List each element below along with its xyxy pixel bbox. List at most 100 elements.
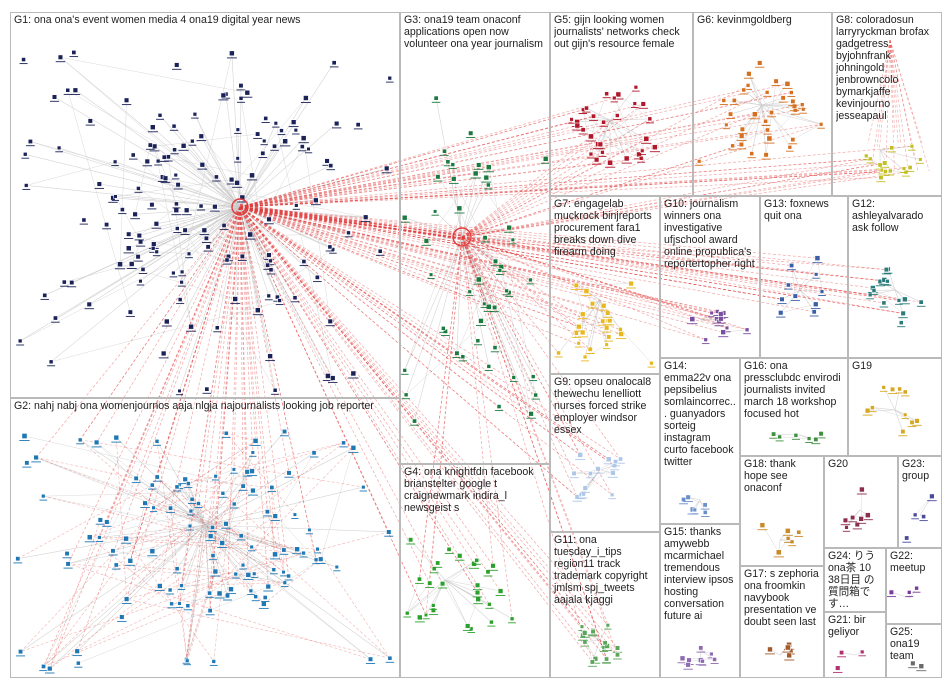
node <box>818 289 826 296</box>
cross-edge <box>239 206 593 663</box>
edge <box>254 569 274 575</box>
edge <box>872 407 918 422</box>
edge <box>134 145 151 215</box>
node <box>153 438 161 446</box>
edge <box>170 508 188 661</box>
cross-edge <box>239 115 594 208</box>
edge <box>584 639 601 643</box>
edge <box>239 137 304 208</box>
edge <box>237 129 241 208</box>
group-label-g18: G18: thank hope see onaconf <box>744 458 796 494</box>
node <box>598 302 609 311</box>
node <box>181 207 192 216</box>
node <box>121 596 132 604</box>
node <box>810 301 821 310</box>
node <box>605 318 615 326</box>
node <box>19 57 28 65</box>
edge <box>125 538 215 662</box>
node <box>102 519 112 527</box>
group-panel-g6: G6: kevinmgoldberg <box>693 12 832 196</box>
node <box>448 162 457 170</box>
node <box>152 474 162 482</box>
node <box>599 119 608 127</box>
node <box>298 135 309 144</box>
edge <box>469 291 515 378</box>
cross-edge <box>181 206 241 586</box>
node <box>858 649 866 657</box>
node <box>736 141 747 150</box>
edge <box>461 164 479 238</box>
edge <box>250 573 255 591</box>
node <box>365 656 376 664</box>
node <box>169 270 178 278</box>
edge <box>817 258 823 292</box>
edge <box>181 53 233 272</box>
node <box>881 266 891 275</box>
node <box>275 298 284 306</box>
node <box>196 133 207 142</box>
edge <box>156 441 188 661</box>
group-label-g9: G9: opseu onalocal8 thewechu lenelliott … <box>554 376 652 436</box>
edge <box>434 211 463 238</box>
edge <box>96 442 214 556</box>
node <box>16 649 26 657</box>
node <box>69 49 79 58</box>
edge <box>26 161 116 186</box>
edge <box>204 524 265 605</box>
edge <box>201 136 241 208</box>
node <box>876 174 886 183</box>
node <box>60 279 69 287</box>
edge <box>80 439 364 488</box>
edge <box>119 264 236 300</box>
edge <box>444 579 490 605</box>
cross-edge <box>239 120 766 208</box>
node <box>183 658 191 666</box>
node <box>184 481 193 489</box>
cross-edge <box>239 206 578 498</box>
edge <box>239 206 349 234</box>
edge <box>60 57 318 278</box>
edge <box>442 560 477 584</box>
node <box>381 165 392 174</box>
node <box>111 434 122 443</box>
edge <box>747 85 763 106</box>
edge <box>239 206 276 391</box>
edge <box>153 440 256 509</box>
node <box>840 517 851 526</box>
node <box>428 607 439 616</box>
group-panel-g2: G2: nahj nabj ona womenjournos aaja nlgj… <box>10 398 400 678</box>
edge <box>317 548 391 659</box>
edge <box>20 524 206 652</box>
node <box>895 298 903 305</box>
cross-edge <box>239 206 721 315</box>
cross-edge <box>239 206 783 300</box>
edge <box>204 515 276 526</box>
node <box>761 152 771 160</box>
node <box>175 388 184 396</box>
node <box>147 548 158 557</box>
node <box>108 548 118 556</box>
edge <box>461 236 496 262</box>
node <box>776 310 786 318</box>
edge <box>130 525 191 562</box>
edge <box>181 524 206 586</box>
cross-edge <box>49 206 241 669</box>
node <box>173 182 183 190</box>
edge <box>404 173 476 371</box>
node <box>710 657 719 664</box>
node <box>253 131 263 139</box>
node <box>159 154 169 162</box>
cross-edge <box>239 171 886 208</box>
node <box>484 364 493 371</box>
node <box>577 329 588 338</box>
node <box>63 561 73 569</box>
group-label-g23: G23: group <box>902 458 930 482</box>
edge <box>19 253 190 342</box>
node <box>353 122 363 130</box>
edge <box>76 524 206 652</box>
edge <box>55 206 241 319</box>
cross-edge <box>461 162 885 238</box>
node <box>433 174 443 182</box>
cross-edge <box>239 158 871 208</box>
node <box>526 277 535 285</box>
